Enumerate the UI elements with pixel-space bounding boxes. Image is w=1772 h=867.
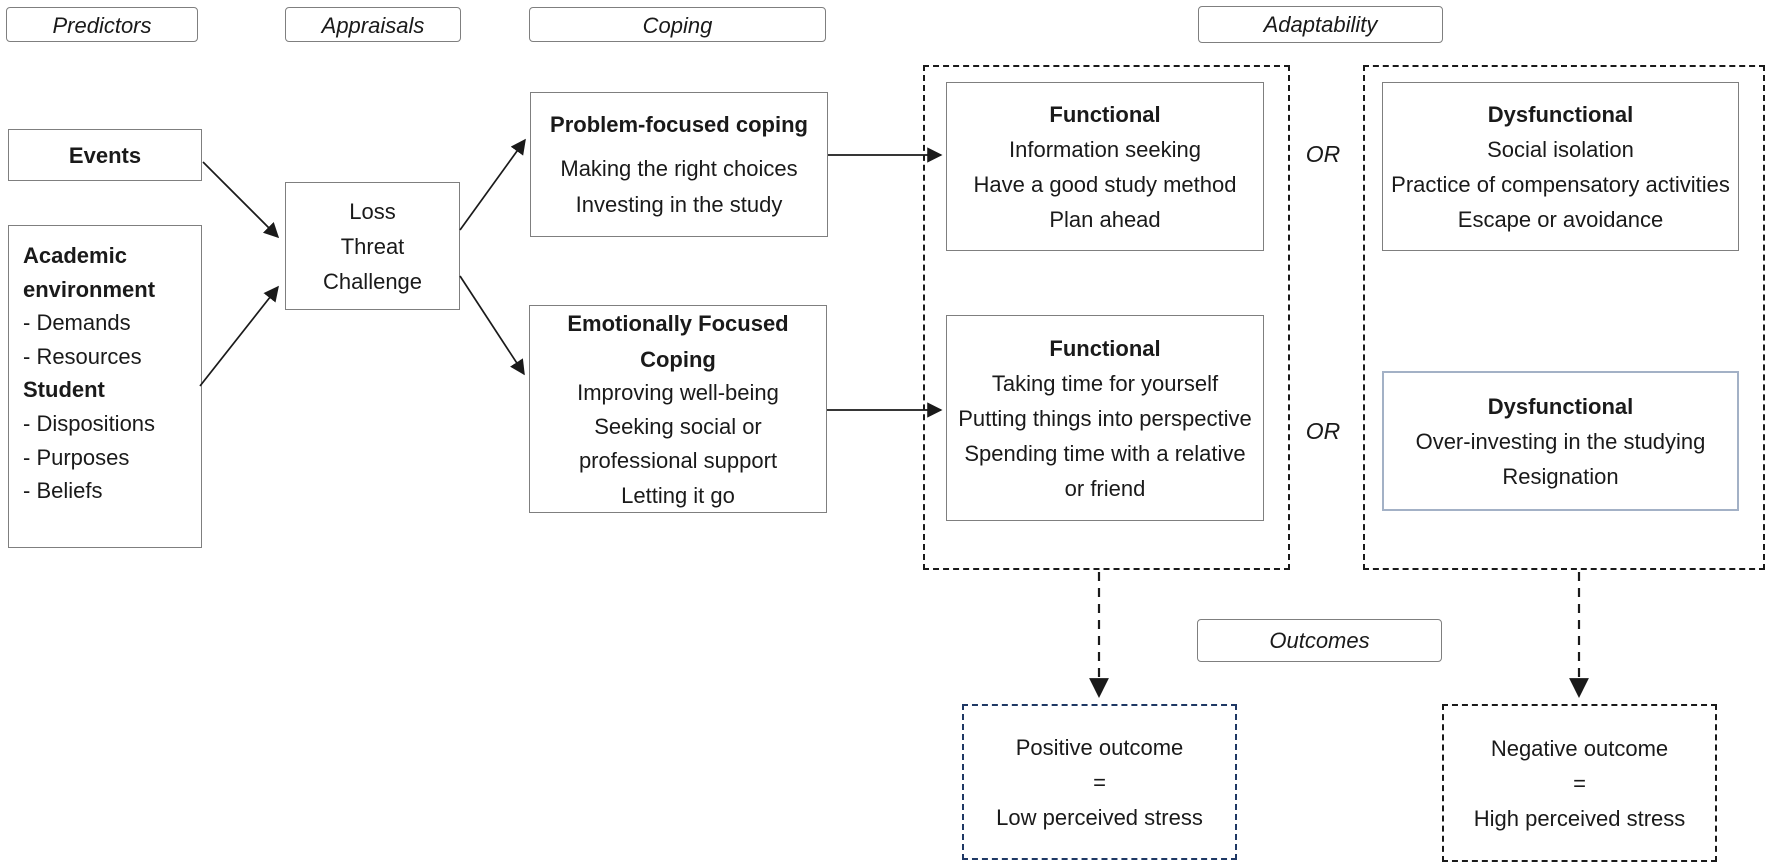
events-label: Events [68,142,142,168]
dysfunctional-emotion-line2: Resignation [1502,463,1619,489]
problem-focused-coping-box: Problem-focused coping Making the right … [530,92,828,237]
student-item-dispositions: - Dispositions [23,410,156,436]
problem-focused-coping-title: Problem-focused coping [550,111,808,137]
outcomes-header-box: Outcomes [1197,619,1442,662]
positive-outcome-line1: Positive outcome [1015,734,1184,760]
or-label-bottom: OR [1305,418,1341,444]
functional-problem-box: Functional Information seeking Have a go… [946,82,1264,251]
appraisal-threat: Threat [340,233,405,259]
academic-title-line2: environment [23,276,156,302]
functional-emotion-line3: Spending time with a relative [964,440,1246,466]
emotion-focused-coping-title: Emotionally Focused Coping [567,311,789,372]
negative-outcome-equals: = [1573,770,1586,796]
appraisal-challenge: Challenge [322,268,423,294]
coping-header-box: Coping [529,7,826,42]
dysfunctional-problem-title: Dysfunctional [1487,101,1634,127]
dysfunctional-emotion-box: Dysfunctional Over-investing in the stud… [1382,371,1739,511]
positive-outcome-equals: = [1093,769,1106,795]
positive-outcome-line3: Low perceived stress [996,804,1203,830]
academic-item-resources: - Resources [23,343,142,369]
functional-emotion-line4: or friend [1064,475,1146,501]
functional-problem-line3: Plan ahead [1049,206,1161,232]
emotion-coping-line3: professional support [578,448,778,474]
functional-emotion-title: Functional [1049,335,1161,361]
predictors-header-box: Predictors [6,7,198,42]
coping-header-label: Coping [642,13,713,38]
appraisal-loss: Loss [349,198,396,224]
adaptability-header-label: Adaptability [1263,12,1378,37]
negative-outcome-box: Negative outcome = High perceived stress [1442,704,1717,862]
appraisal-loss-threat-challenge-box: Loss Threat Challenge [285,182,460,310]
dysfunctional-problem-line3: Escape or avoidance [1457,206,1664,232]
adaptability-header-box: Adaptability [1198,6,1443,43]
student-item-purposes: - Purposes [23,444,130,470]
dysfunctional-problem-line1: Social isolation [1487,136,1634,162]
emotion-coping-line1: Improving well-being [577,379,779,405]
arrow-events-to-appraisal [202,161,280,239]
student-item-beliefs: - Beliefs [23,478,103,504]
or-label-top: OR [1305,141,1341,167]
problem-coping-line1: Making the right choices [560,155,798,181]
appraisals-header-label: Appraisals [321,13,425,38]
functional-emotion-line2: Putting things into perspective [958,405,1252,431]
arrow-appraisal-to-problem-coping [459,138,526,231]
dysfunctional-adaptability-container: Dysfunctional Social isolation Practice … [1363,65,1765,570]
arrow-appraisal-to-emotion-coping [459,275,525,376]
emotion-coping-line2: Seeking social or [594,414,762,439]
dysfunctional-problem-line2: Practice of compensatory activities [1391,171,1730,197]
functional-problem-line2: Have a good study method [973,171,1237,197]
functional-problem-line1: Information seeking [1009,136,1201,162]
academic-title-line1: Academic [23,243,127,268]
dysfunctional-emotion-line1: Over-investing in the studying [1415,428,1706,454]
appraisals-header-box: Appraisals [285,7,461,42]
problem-coping-line2: Investing in the study [575,191,783,217]
negative-outcome-line3: High perceived stress [1473,805,1686,831]
predictors-header-label: Predictors [52,13,152,38]
positive-outcome-box: Positive outcome = Low perceived stress [962,704,1237,860]
events-box: Events [8,129,202,181]
dysfunctional-problem-box: Dysfunctional Social isolation Practice … [1382,82,1739,251]
student-subtitle: Student [23,377,105,403]
arrow-academic-to-appraisal [199,285,279,387]
negative-outcome-line1: Negative outcome [1490,735,1669,761]
functional-problem-title: Functional [1049,101,1161,127]
emotion-coping-line4: Letting it go [621,482,735,508]
academic-environment-box: Academic environment - Demands - Resourc… [8,225,202,548]
dysfunctional-emotion-title: Dysfunctional [1487,393,1634,419]
outcomes-header-label: Outcomes [1269,628,1370,653]
functional-adaptability-container: Functional Information seeking Have a go… [923,65,1290,570]
functional-emotion-line1: Taking time for yourself [991,370,1219,396]
emotion-focused-coping-box: Emotionally Focused Coping Improving wel… [529,305,827,513]
functional-emotion-box: Functional Taking time for yourself Putt… [946,315,1264,521]
academic-item-demands: - Demands [23,310,131,336]
